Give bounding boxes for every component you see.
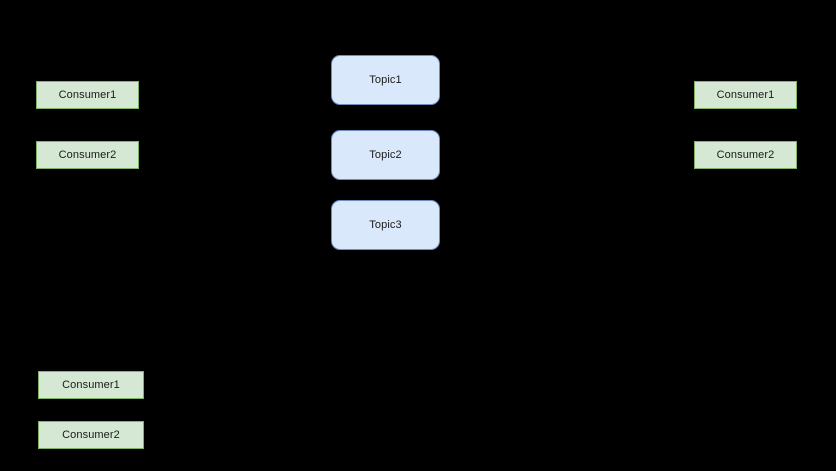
consumer-node-label: Consumer2 <box>62 428 120 441</box>
consumer-node-right-1[interactable]: Consumer1 <box>694 81 797 109</box>
topic-node-label: Topic1 <box>369 73 402 86</box>
topic-node-2[interactable]: Topic2 <box>331 130 440 180</box>
topic-node-label: Topic3 <box>369 218 402 231</box>
consumer-node-label: Consumer1 <box>716 88 775 101</box>
consumer-node-right-2[interactable]: Consumer2 <box>694 141 797 169</box>
consumer-node-left-2[interactable]: Consumer2 <box>36 141 139 169</box>
connector-stub-left-consumer-1 <box>140 94 145 98</box>
topic-node-1[interactable]: Topic1 <box>331 55 440 105</box>
connector-stub-right-consumer-1 <box>688 94 693 98</box>
consumer-node-bottom-1[interactable]: Consumer1 <box>38 371 144 399</box>
consumer-node-label: Consumer1 <box>62 378 120 391</box>
consumer-node-label: Consumer1 <box>58 88 117 101</box>
consumer-node-label: Consumer2 <box>58 148 117 161</box>
topic-node-3[interactable]: Topic3 <box>331 200 440 250</box>
consumer-node-left-1[interactable]: Consumer1 <box>36 81 139 109</box>
consumer-node-bottom-2[interactable]: Consumer2 <box>38 421 144 449</box>
consumer-node-label: Consumer2 <box>716 148 775 161</box>
topic-node-label: Topic2 <box>369 148 402 161</box>
connector-stub-right-consumer-2 <box>688 154 693 158</box>
connector-stub-left-consumer-2 <box>140 154 145 158</box>
